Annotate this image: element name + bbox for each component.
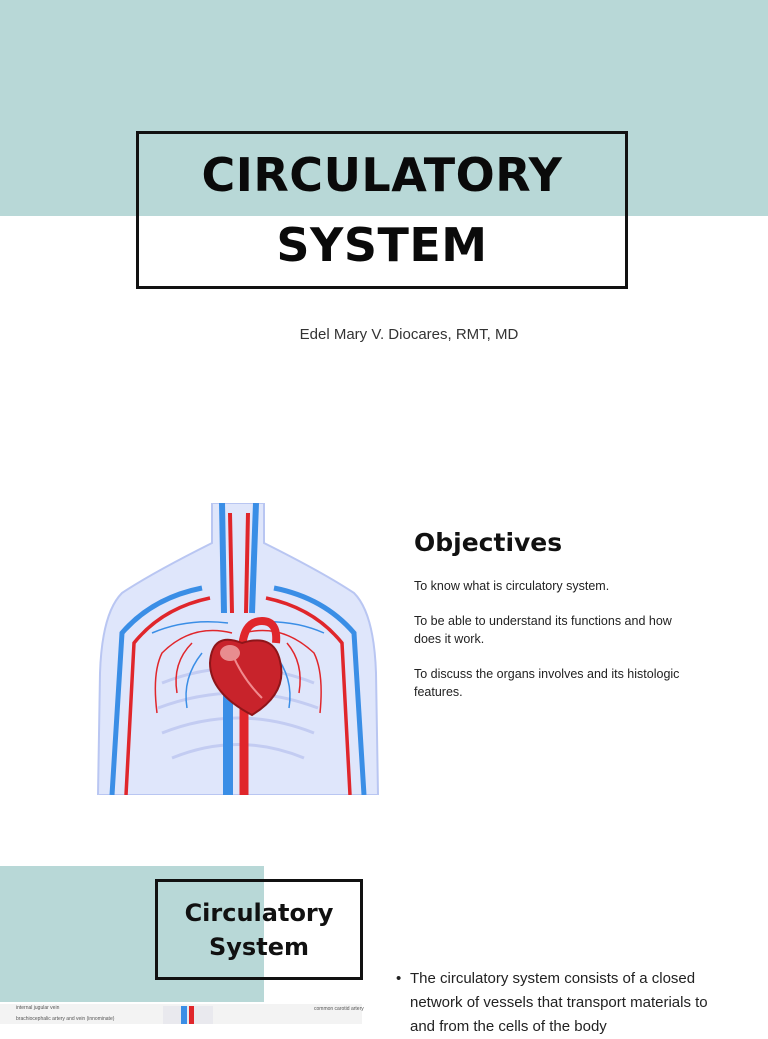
title-slide-band [0,0,768,216]
bullet-list: The circulatory system consists of a clo… [396,967,736,1039]
objective-item: To be able to understand its functions a… [414,614,672,646]
diagram-label: brachiocephalic artery and vein (innomin… [16,1016,115,1022]
bullet-item: The circulatory system consists of a clo… [396,967,736,1039]
objectives-heading: Objectives [414,528,563,557]
diagram-label: common carotid artery [314,1006,364,1012]
section-title-line-2: System [209,932,309,961]
objective-item: To discuss the organs involves and its h… [414,667,680,699]
title-line-2: SYSTEM [276,218,488,272]
author-name: Edel Mary V. Diocares, RMT, MD [299,326,519,343]
title-box: CIRCULATORY SYSTEM [136,131,628,289]
objective-item: To know what is circulatory system. [414,579,610,593]
diagram-label: internal jugular vein [16,1005,60,1011]
section-title-line-1: Circulatory [184,898,334,927]
title-line-1: CIRCULATORY [201,148,563,202]
vessel-diagram: internal jugular vein brachiocephalic ar… [0,1004,364,1024]
diagram-vessel-image [163,1006,213,1024]
section-title-box: Circulatory System [155,879,363,980]
circulatory-anatomy-illustration [92,503,384,795]
